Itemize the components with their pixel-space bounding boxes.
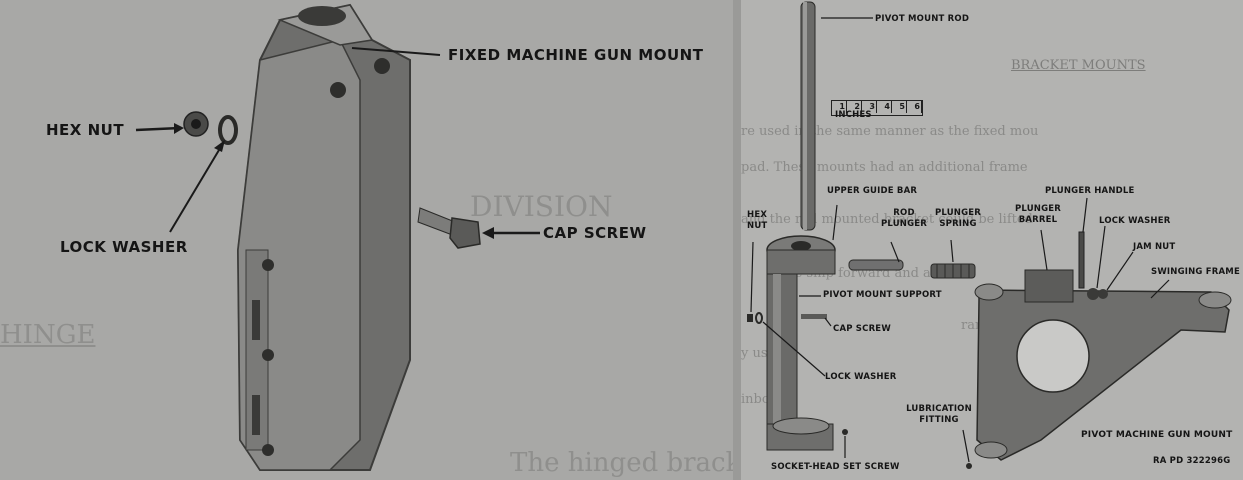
label-upper-guide-bar: UPPER GUIDE BAR [827, 186, 918, 196]
label-hex-nut: HEX NUT [46, 121, 125, 139]
bg-text-hinged: HINGE [0, 320, 96, 350]
label-plunger-handle: PLUNGER HANDLE [1045, 186, 1135, 196]
figure-caption: PIVOT MACHINE GUN MOUNT [1081, 430, 1233, 440]
ruler-tick-6: 6 [907, 101, 922, 113]
label-lock-washer-bottom: LOCK WASHER [825, 372, 897, 382]
ruler-tick-3: 3 [862, 101, 877, 113]
bg-text-division: DIVISION [470, 190, 613, 223]
label-cap-screw: CAP SCREW [543, 224, 647, 242]
label-socket-head-set-screw: SOCKET-HEAD SET SCREW [771, 462, 900, 472]
left-figure-panel: DIVISION HINGE The hinged bracket mounts… [0, 0, 733, 480]
label-swinging-frame: SWINGING FRAME [1151, 267, 1240, 277]
label-cap-screw: CAP SCREW [833, 324, 891, 334]
right-figure-panel: BRACKET MOUNTS re used in the same manne… [741, 0, 1243, 480]
ruler-tick-1: 1 [832, 101, 847, 113]
label-rod-plunger: ROD PLUNGER [880, 208, 928, 229]
label-hex-nut: HEX NUT [747, 210, 768, 231]
ruler-label: INCHES [835, 110, 872, 120]
bg-heading: BRACKET MOUNTS [1011, 58, 1146, 73]
label-fixed-mount: FIXED MACHINE GUN MOUNT [448, 46, 704, 64]
label-pivot-mount-support: PIVOT MOUNT SUPPORT [823, 290, 942, 300]
label-lock-washer: LOCK WASHER [60, 238, 188, 256]
ruler-tick-5: 5 [892, 101, 907, 113]
label-pivot-mount-rod: PIVOT MOUNT ROD [875, 14, 970, 24]
ruler-tick-2: 2 [847, 101, 862, 113]
figure-ref: RA PD 322296G [1153, 456, 1231, 466]
pivot-mount-drawing [747, 1, 1232, 469]
fixed-mount-drawing [135, 3, 540, 471]
label-lubrication-fitting: LUBRICATION FITTING [906, 404, 972, 425]
ruler-tick-4: 4 [877, 101, 892, 113]
label-plunger-barrel: PLUNGER BARREL [1014, 204, 1062, 225]
label-lock-washer-top: LOCK WASHER [1099, 216, 1171, 226]
label-jam-nut: JAM NUT [1133, 242, 1176, 252]
label-plunger-spring: PLUNGER SPRING [934, 208, 982, 229]
bg-text-bottom-line: The hinged bracket mounts a [510, 448, 733, 478]
